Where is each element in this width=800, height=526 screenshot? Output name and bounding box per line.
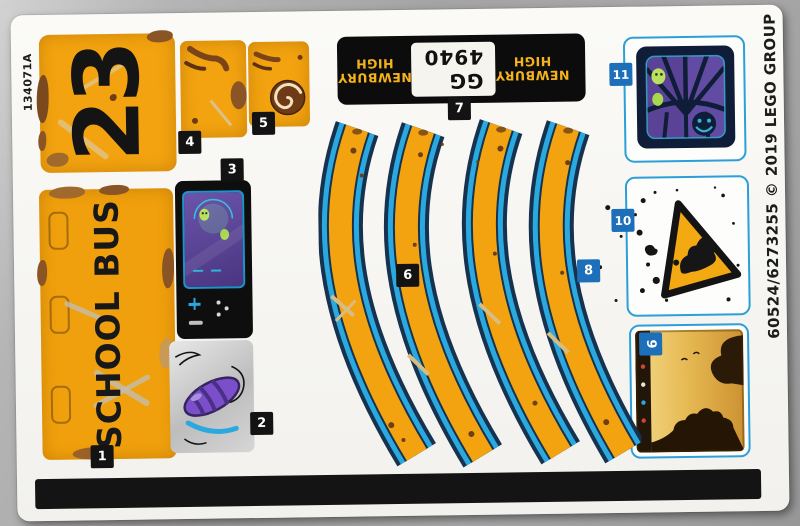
sheet-code: 134071A bbox=[21, 53, 35, 112]
roof-stripe-stickers bbox=[317, 119, 642, 468]
sticker-number-1: 1 bbox=[90, 445, 114, 469]
roof-stripe-arc-3 bbox=[461, 119, 580, 465]
graffiti-sticker bbox=[169, 340, 255, 454]
ghost-window-icon bbox=[636, 45, 736, 149]
sticker-number-3: 3 bbox=[220, 158, 244, 182]
button-dot bbox=[224, 306, 229, 311]
ghost-window-sticker bbox=[622, 35, 747, 163]
sticker-number-5: 5 bbox=[251, 111, 276, 136]
weathering-patch bbox=[36, 74, 50, 124]
sticker-number-9: 9 bbox=[638, 332, 663, 356]
weathering-patch bbox=[161, 248, 175, 289]
sticker-number-2: 2 bbox=[250, 411, 274, 436]
warning-triangle-sticker bbox=[624, 175, 751, 317]
claw-scratches-icon bbox=[184, 45, 247, 127]
sticker-number-8: 8 bbox=[576, 259, 601, 283]
graffiti-tag-icon bbox=[174, 351, 245, 445]
haunted-photo-icon bbox=[634, 329, 745, 453]
photo-area bbox=[634, 329, 745, 453]
school-name-line1: NEWBURY bbox=[337, 70, 412, 87]
license-plate-sticker: NEWBURY HIGH GG 4940 NEWBURY HIGH bbox=[336, 33, 586, 105]
door-hinge bbox=[50, 385, 72, 424]
button-dot bbox=[216, 312, 221, 317]
button-dot bbox=[216, 300, 221, 305]
sticker-number-4: 4 bbox=[178, 130, 202, 155]
school-name-line2: HIGH bbox=[513, 53, 552, 70]
panel-slot bbox=[188, 320, 203, 325]
weathering-patch bbox=[36, 259, 48, 287]
weathering-patch bbox=[98, 184, 130, 196]
spiral-horn-sticker bbox=[247, 41, 311, 128]
school-name-line1: NEWBURY bbox=[495, 67, 570, 85]
sticker-number-7: 7 bbox=[447, 96, 472, 121]
haunted-photo-sticker bbox=[628, 323, 751, 459]
claw-scratch-sticker bbox=[179, 40, 248, 139]
roof-stripe-arc-4 bbox=[528, 120, 642, 464]
sticker-number-6: 6 bbox=[396, 263, 420, 288]
school-name-right: NEWBURY HIGH bbox=[337, 55, 412, 87]
bus-number-sticker: 23 bbox=[36, 30, 177, 174]
sticker-number-10: 10 bbox=[611, 208, 635, 233]
ghost-radar-icon bbox=[184, 198, 243, 278]
legal-text: 60524/6273255 © 2019 LEGO GROUP bbox=[760, 13, 784, 339]
bus-number-text: 23 bbox=[54, 43, 162, 163]
door-hinge bbox=[48, 211, 69, 250]
school-bus-text: SCHOOL BUS bbox=[86, 198, 130, 450]
sticker-sheet: 134071A 60524/6273255 © 2019 LEGO GROUP … bbox=[10, 4, 790, 522]
school-bus-sticker: SCHOOL BUS bbox=[36, 184, 177, 461]
school-name-left: NEWBURY HIGH bbox=[495, 53, 570, 85]
dashboard-sticker bbox=[174, 180, 254, 340]
weathering-patch bbox=[48, 186, 86, 199]
school-name-line2: HIGH bbox=[355, 56, 394, 72]
weathering-patch bbox=[146, 30, 173, 43]
roof-stripe-arc-1 bbox=[317, 121, 436, 467]
radar-screen bbox=[181, 190, 246, 290]
plate-strip-content: NEWBURY HIGH GG 4940 NEWBURY HIGH bbox=[337, 37, 582, 100]
weathering-patch bbox=[38, 130, 47, 152]
spiral-horn-icon bbox=[252, 51, 306, 116]
sticker-number-11: 11 bbox=[609, 62, 633, 87]
warning-triangle-icon bbox=[633, 186, 742, 302]
crosshair-icon bbox=[192, 297, 196, 310]
license-plate: GG 4940 bbox=[411, 41, 496, 97]
